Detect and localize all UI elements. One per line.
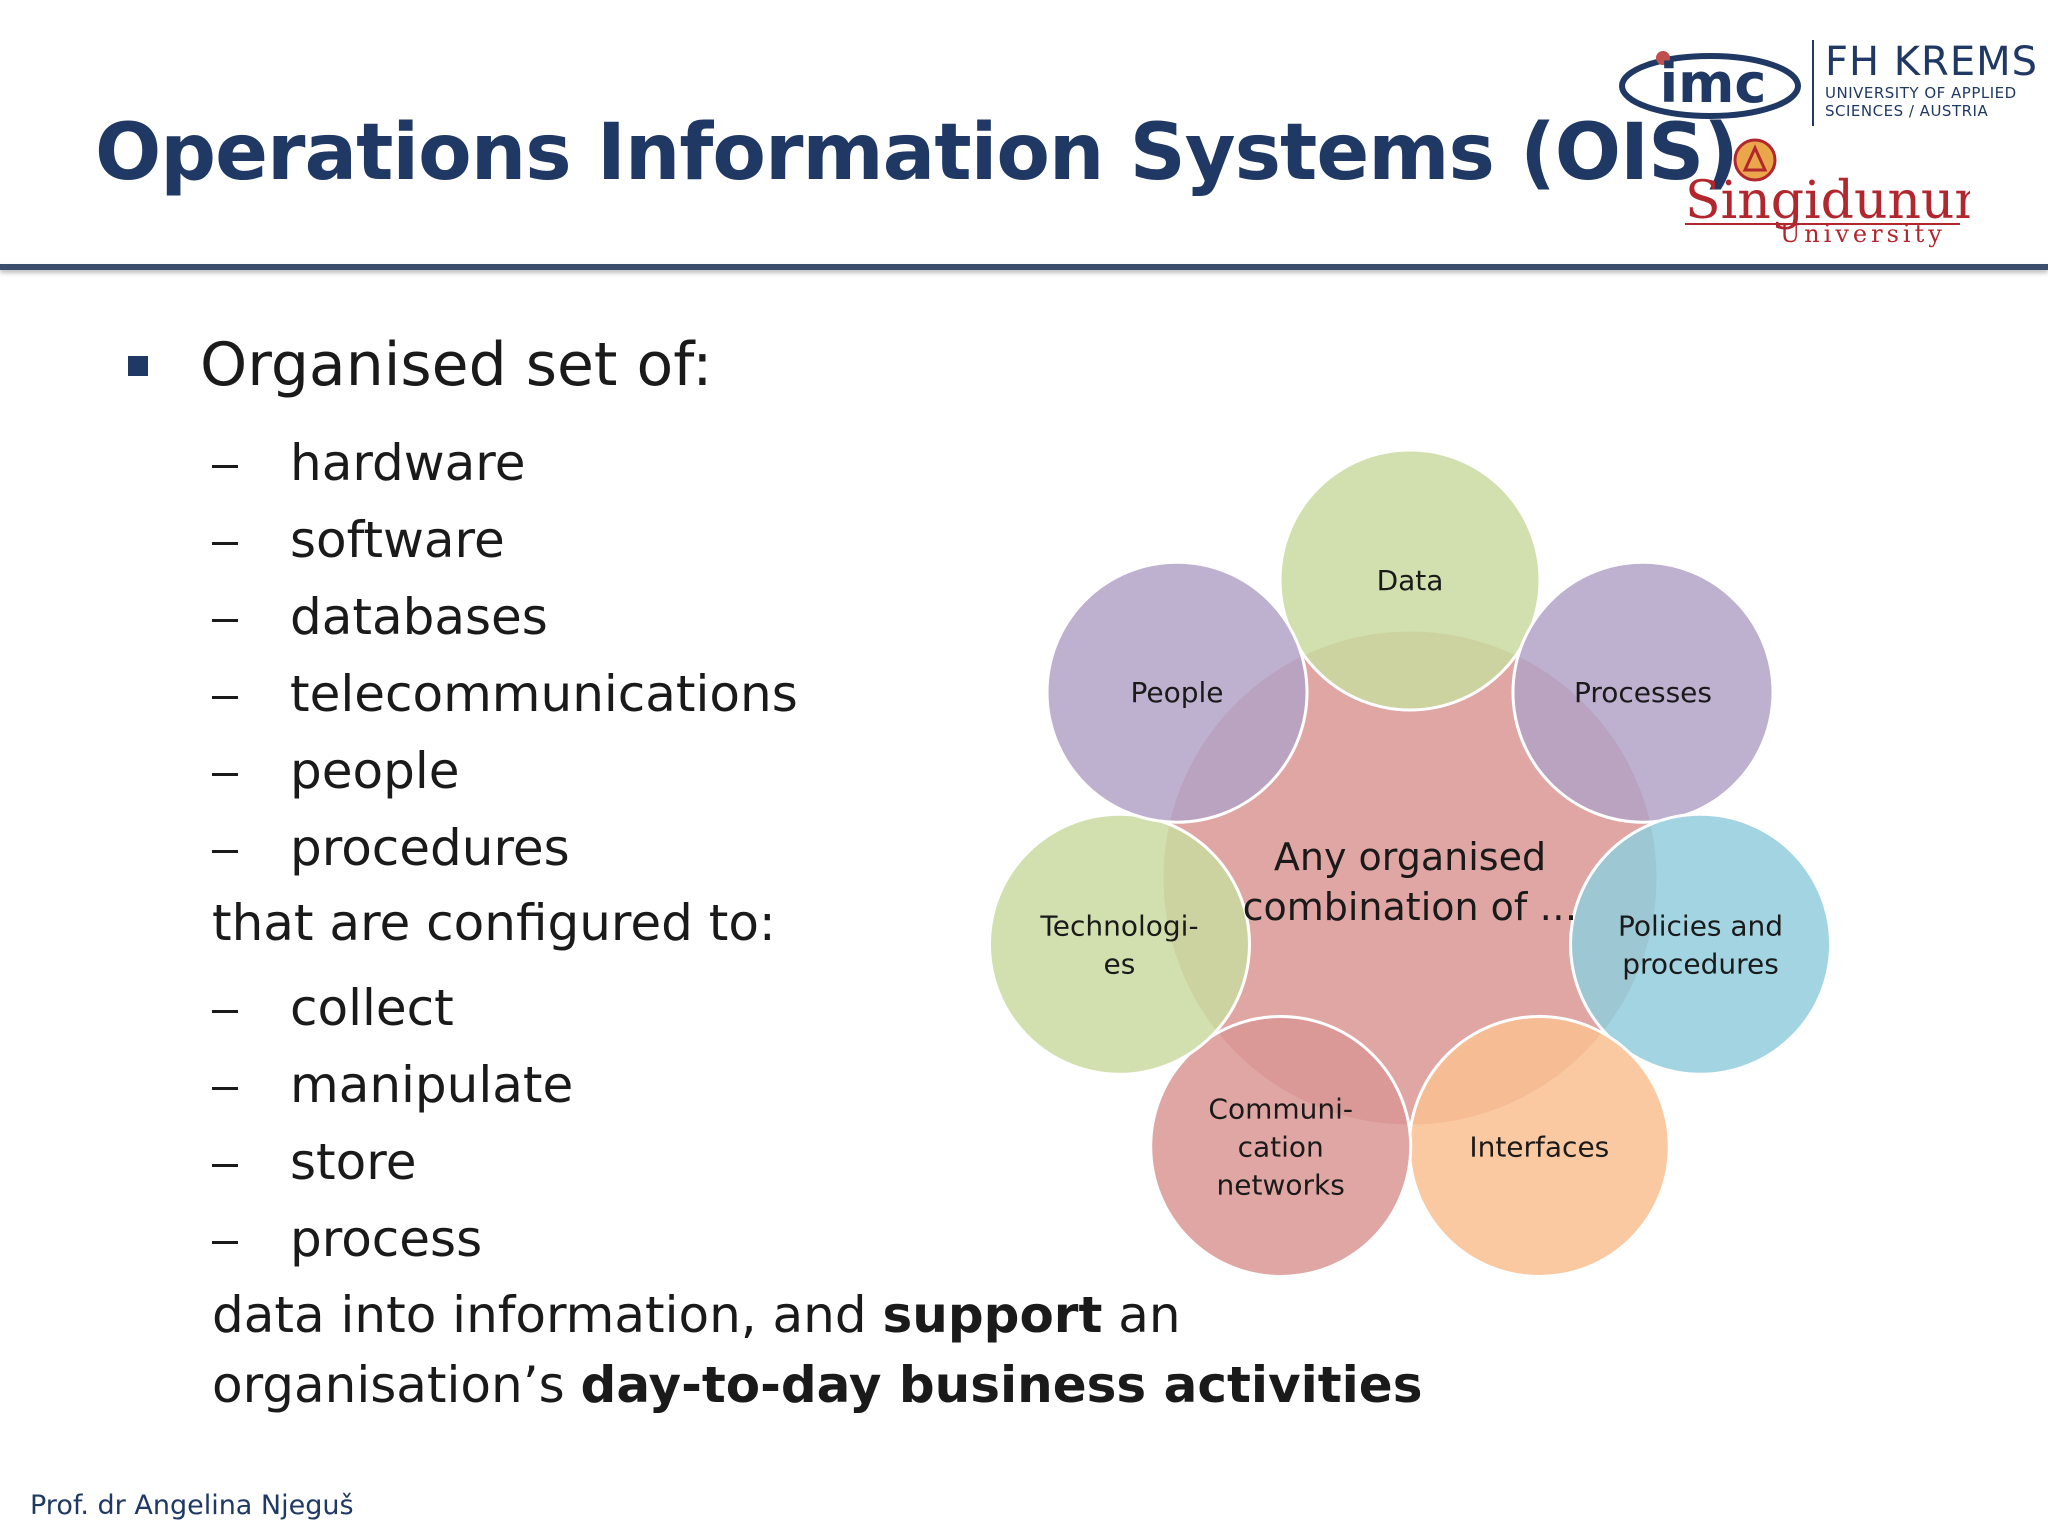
header-rule bbox=[0, 264, 2048, 270]
conclusion-line-1: data into information, and support an bbox=[212, 1280, 1422, 1350]
dash-bullet-icon bbox=[212, 542, 238, 545]
dash-bullet-icon bbox=[212, 696, 238, 699]
action-item-manipulate: manipulate bbox=[290, 1056, 574, 1114]
center-label-line1: Any organised bbox=[1274, 835, 1546, 879]
conclusion-text: data into information, and support an or… bbox=[212, 1280, 1422, 1420]
node-people-circle bbox=[1045, 560, 1309, 824]
component-item-procedures: procedures bbox=[290, 819, 570, 877]
slide-title: Operations Information Systems (OIS) bbox=[95, 108, 1739, 198]
node-people: People bbox=[1045, 560, 1309, 824]
node-interfaces-label: Interfaces bbox=[1469, 1130, 1609, 1163]
node-communication-label: networks bbox=[1217, 1168, 1345, 1201]
imc-logo-text: imc bbox=[1660, 52, 1767, 115]
node-technologies: Technologi-es bbox=[987, 812, 1251, 1076]
conclusion-line-1-start: data into information, and bbox=[212, 1286, 883, 1344]
conclusion-line-1-end: an bbox=[1102, 1286, 1181, 1344]
dash-bullet-icon bbox=[212, 850, 238, 853]
node-communication-circle bbox=[1149, 1014, 1413, 1278]
conclusion-line-2-start: organisation’s bbox=[212, 1356, 581, 1414]
component-item-hardware: hardware bbox=[290, 434, 526, 492]
singidunum-subtitle: University bbox=[1780, 220, 1946, 248]
center-label-line2: combination of … bbox=[1243, 885, 1578, 929]
logo-separator bbox=[1812, 40, 1814, 126]
node-interfaces: Interfaces bbox=[1407, 1014, 1671, 1278]
dash-bullet-icon bbox=[212, 773, 238, 776]
node-data: Data bbox=[1278, 448, 1542, 712]
node-policies-label: Policies and bbox=[1618, 909, 1783, 942]
node-communication: Communi-cation networks bbox=[1149, 1014, 1413, 1278]
bullet-square-icon bbox=[128, 356, 148, 376]
node-data-circle bbox=[1278, 448, 1542, 712]
node-processes-label: Processes bbox=[1574, 676, 1712, 709]
node-technologies-label: Technologi- bbox=[1039, 909, 1198, 942]
configured-to-text: that are configured to: bbox=[212, 894, 776, 952]
node-data-label: Data bbox=[1377, 564, 1444, 597]
node-policies: Policies and procedures bbox=[1569, 812, 1833, 1076]
footer-author: Prof. dr Angelina Njeguš bbox=[30, 1490, 354, 1521]
conclusion-line-2: organisation’s day-to-day business activ… bbox=[212, 1350, 1422, 1420]
node-processes: Processes bbox=[1511, 560, 1775, 824]
node-technologies-label: es bbox=[1104, 947, 1136, 980]
node-processes-circle bbox=[1511, 560, 1775, 824]
fh-krems-line1: UNIVERSITY OF APPLIED bbox=[1825, 84, 2017, 102]
dash-bullet-icon bbox=[212, 465, 238, 468]
node-policies-circle bbox=[1569, 812, 1833, 1076]
conclusion-bold-activities: day-to-day business activities bbox=[580, 1356, 1423, 1414]
component-item-people: people bbox=[290, 742, 460, 800]
bullet-heading: Organised set of: bbox=[200, 330, 713, 400]
node-policies-label: procedures bbox=[1622, 947, 1779, 980]
component-item-databases: databases bbox=[290, 588, 548, 646]
action-item-store: store bbox=[290, 1133, 417, 1191]
imc-logo: imc bbox=[1619, 51, 1801, 119]
dash-bullet-icon bbox=[212, 1241, 238, 1244]
action-item-process: process bbox=[290, 1210, 483, 1268]
node-communication-label: cation bbox=[1238, 1130, 1324, 1163]
conclusion-bold-support: support bbox=[882, 1286, 1103, 1344]
component-item-telecommunications: telecommunications bbox=[290, 665, 798, 723]
node-people-label: People bbox=[1130, 676, 1223, 709]
singidunum-wordmark: Singidunum bbox=[1685, 171, 1970, 231]
dash-bullet-icon bbox=[212, 619, 238, 622]
dash-bullet-icon bbox=[212, 1164, 238, 1167]
fh-krems-logo: FH KREMS UNIVERSITY OF APPLIED SCIENCES … bbox=[1825, 40, 2038, 120]
action-item-collect: collect bbox=[290, 979, 454, 1037]
node-communication-label: Communi- bbox=[1208, 1092, 1353, 1125]
singidunum-logo: Singidunum University bbox=[1685, 138, 1970, 248]
node-technologies-circle bbox=[987, 812, 1251, 1076]
dash-bullet-icon bbox=[212, 1010, 238, 1013]
dash-bullet-icon bbox=[212, 1087, 238, 1090]
fh-krems-line2: SCIENCES / AUSTRIA bbox=[1825, 102, 1989, 120]
component-item-software: software bbox=[290, 511, 505, 569]
fh-krems-name: FH KREMS bbox=[1825, 39, 2038, 85]
